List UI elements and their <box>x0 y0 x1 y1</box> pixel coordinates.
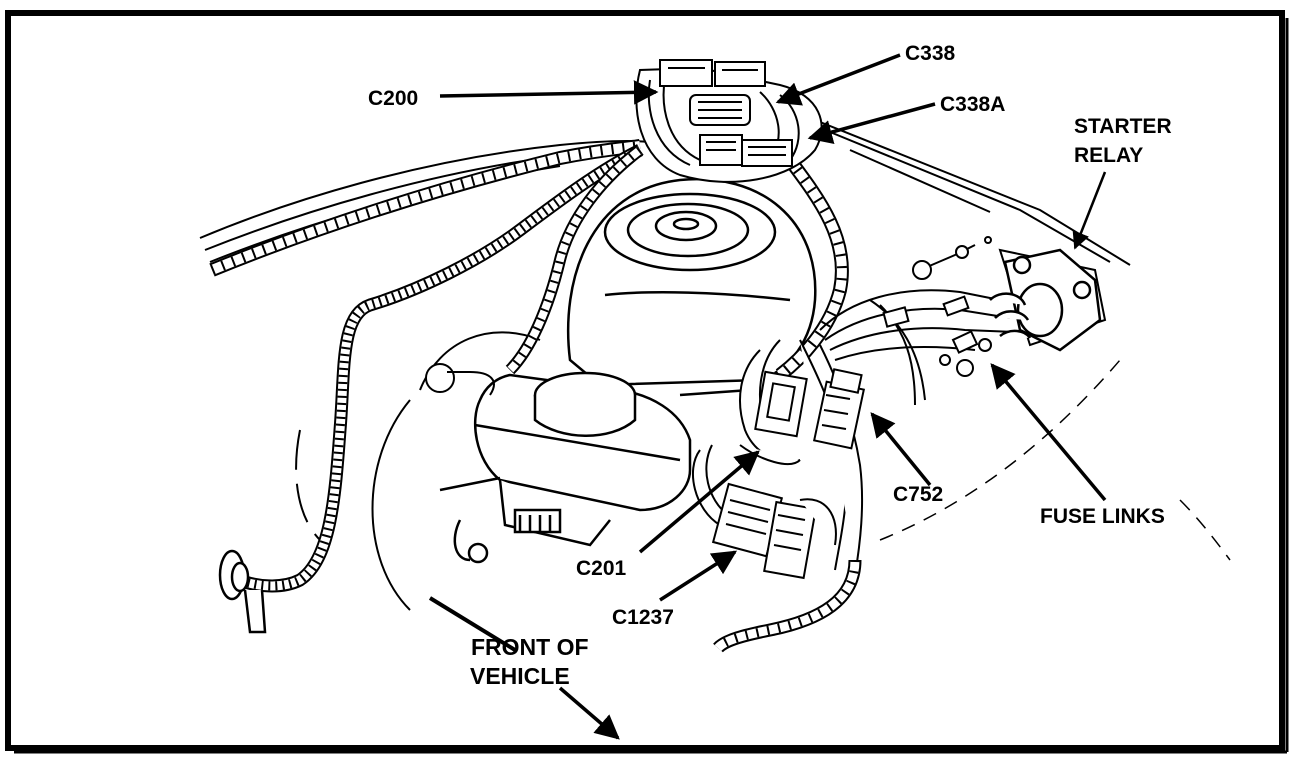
left-harness <box>243 144 643 593</box>
outer-border <box>5 10 1285 751</box>
fender-harness <box>209 139 641 277</box>
arrow-front <box>558 686 620 740</box>
booster-outline <box>295 331 541 611</box>
label-c201: C201 <box>576 557 627 580</box>
label-front-2: VEHICLE <box>470 663 570 689</box>
arrow-c338 <box>775 53 901 106</box>
bottom-harness <box>713 559 862 653</box>
starter-relay <box>989 248 1102 352</box>
fuse-link-terminals <box>882 295 992 377</box>
label-starter-relay-1: STARTER <box>1074 115 1172 138</box>
label-front-1: FRONT OF <box>471 634 589 660</box>
right-harness <box>505 145 849 381</box>
air-cleaner <box>566 177 817 397</box>
master-cylinder <box>439 371 692 564</box>
lower-connector <box>691 444 837 580</box>
label-c200: C200 <box>368 87 418 110</box>
arrow-c338a <box>807 102 936 145</box>
arrow-c201 <box>638 450 760 554</box>
label-c752: C752 <box>893 483 943 506</box>
label-c1237: C1237 <box>612 606 674 629</box>
arrow-starter-relay <box>1072 171 1107 250</box>
leader-arrows <box>439 53 1107 740</box>
arrow-c752 <box>870 412 932 487</box>
label-fuse-links: FUSE LINKS <box>1040 505 1165 528</box>
label-starter-relay-2: RELAY <box>1074 144 1143 167</box>
arrow-c1237 <box>659 550 738 602</box>
front-direction-line <box>428 596 517 652</box>
arrow-fuse-links <box>990 363 1107 502</box>
left-grommet <box>218 549 267 634</box>
label-c338: C338 <box>905 42 956 65</box>
background-dashes <box>879 359 1231 561</box>
arrow-c200 <box>439 80 659 105</box>
label-c338a: C338A <box>940 93 1005 116</box>
middle-connectors <box>739 339 866 576</box>
top-connector-cluster <box>635 59 823 183</box>
